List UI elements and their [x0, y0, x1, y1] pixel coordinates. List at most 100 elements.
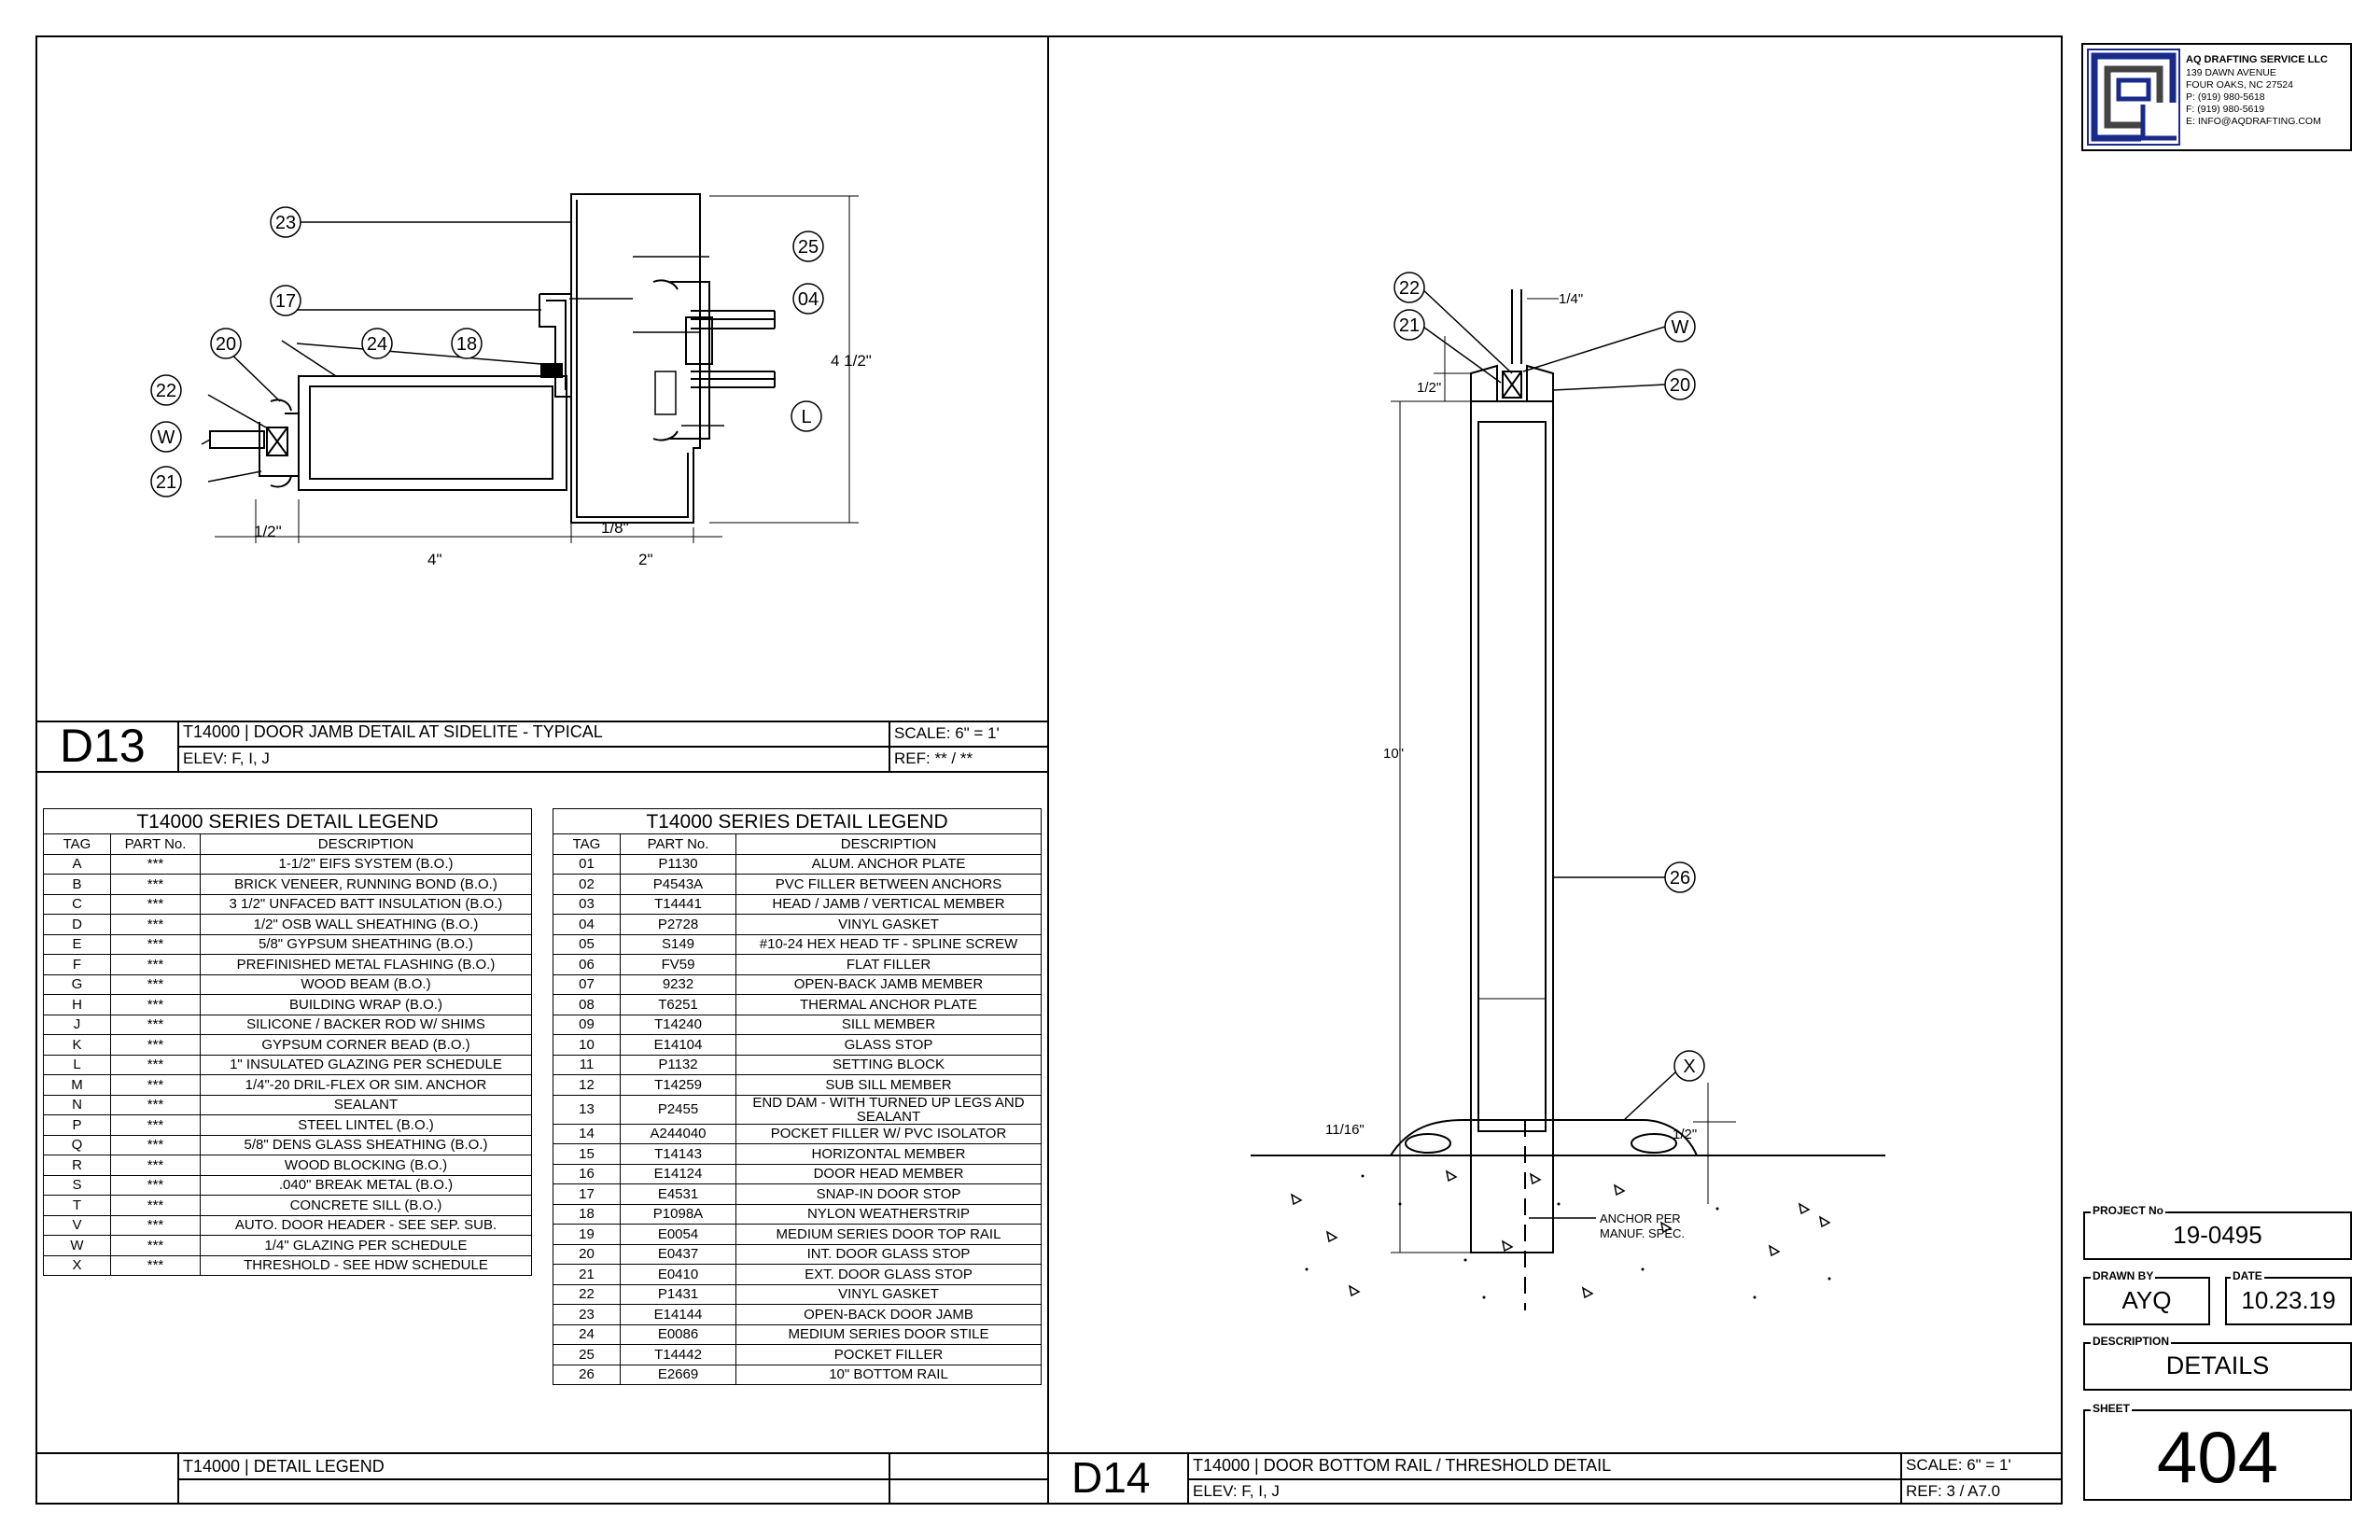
legend-left-cell-desc: 1/2" OSB WALL SHEATHING (B.O.): [200, 914, 532, 935]
legend-left-cell-part: ***: [110, 1134, 201, 1155]
legend-left-cell-tag: N: [43, 1094, 111, 1115]
d14-tag-x: X: [1683, 1057, 1695, 1077]
legend-left-row: T***CONCRETE SILL (B.O.): [43, 1195, 532, 1216]
legend-right-cell-part: S149: [620, 933, 736, 955]
d14-bottom-rail: [1470, 400, 1554, 1253]
legend-left-cell-part: ***: [110, 1054, 201, 1075]
legend-right-cell-desc: MEDIUM SERIES DOOR TOP RAIL: [735, 1224, 1042, 1245]
legend-right-cell-desc: ALUM. ANCHOR PLATE: [735, 853, 1042, 875]
legend-left-row: G***WOOD BEAM (B.O.): [43, 973, 532, 995]
legend-left-row: E***5/8" GYPSUM SHEATHING (B.O.): [43, 933, 532, 955]
legend-left-row: F***PREFINISHED METAL FLASHING (B.O.): [43, 954, 532, 975]
legend-right-cell-desc: NYLON WEATHERSTRIP: [735, 1203, 1042, 1225]
titleblock-divider: [2061, 35, 2063, 1505]
d14-tag-22: 22: [1399, 278, 1420, 299]
d13-dim-half: 1/2": [254, 523, 282, 540]
d13-scale: SCALE: 6" = 1': [894, 724, 1000, 742]
legend-left-cell-desc: AUTO. DOOR HEADER - SEE SEP. SUB.: [200, 1214, 532, 1236]
legend-left-cell-desc: GYPSUM CORNER BEAD (B.O.): [200, 1034, 532, 1056]
legend-right-cell-desc: OPEN-BACK JAMB MEMBER: [735, 973, 1042, 995]
d13-dim-overall: 4 1/2": [831, 352, 872, 370]
legend-right-cell-part: E0054: [620, 1224, 736, 1245]
legend-left-cell-desc: 5/8" DENS GLASS SHEATHING (B.O.): [200, 1134, 532, 1155]
legend-right-cell-part: E0437: [620, 1243, 736, 1265]
d14-threshold: [1389, 1119, 1699, 1156]
d13-tag-18: 18: [456, 334, 477, 355]
legend-right-cell-tag: 01: [553, 853, 621, 875]
legend-left-cell-tag: J: [43, 1014, 111, 1035]
legend-left-cell-tag: F: [43, 954, 111, 975]
d14-dim-half-top: 1/2": [1417, 380, 1441, 396]
legend-right-cell-desc: #10-24 HEX HEAD TF - SPLINE SCREW: [735, 933, 1042, 955]
legend-left-cell-desc: 1/4"-20 DRIL-FLEX OR SIM. ANCHOR: [200, 1074, 532, 1096]
legend-right-cell-part: E2669: [620, 1364, 736, 1385]
d14-note-line1: ANCHOR PER: [1600, 1211, 1681, 1225]
legend-left-cell-tag: T: [43, 1195, 111, 1216]
legend-left-row: S***.040" BREAK METAL (B.O.): [43, 1174, 532, 1196]
legend-right-cell-tag: 15: [553, 1143, 621, 1165]
legend-left-cell-tag: L: [43, 1054, 111, 1075]
d14-glass-stops: [1470, 364, 1554, 401]
legend-right-cell-tag: 14: [553, 1123, 621, 1144]
legend-left-cell-desc: CONCRETE SILL (B.O.): [200, 1195, 532, 1216]
legend-right-cell-desc: FLAT FILLER: [735, 954, 1042, 975]
legend-right-cell-part: P2728: [620, 914, 736, 935]
legend-right-cell-tag: 21: [553, 1264, 621, 1285]
d13-tag-w: W: [158, 427, 175, 448]
legend-right-cell-tag: 19: [553, 1224, 621, 1245]
description-value: DETAILS: [2165, 1351, 2270, 1379]
legend-left-cell-tag: G: [43, 973, 111, 995]
firm-logo: [2087, 49, 2180, 146]
legend-right-cell-desc: INT. DOOR GLASS STOP: [735, 1243, 1042, 1265]
legend-left-row: D***1/2" OSB WALL SHEATHING (B.O.): [43, 914, 532, 935]
sheet-label: SHEET: [2091, 1402, 2133, 1415]
legend-strip-v1: [177, 1452, 179, 1505]
legend-left-cell-tag: H: [43, 994, 111, 1015]
legend-left-cell-desc: 3 1/2" UNFACED BATT INSULATION (B.O.): [200, 893, 532, 915]
legend-right-cell-desc: VINYL GASKET: [735, 914, 1042, 935]
legend-right-cell-desc: HORIZONTAL MEMBER: [735, 1143, 1042, 1165]
legend-right-cell-part: P2455: [620, 1094, 736, 1125]
legend-right-col-desc: DESCRIPTION: [735, 833, 1042, 855]
legend-left-row: B***BRICK VENEER, RUNNING BOND (B.O.): [43, 874, 532, 895]
sheet-divider: [1047, 35, 1049, 1505]
legend-right-cell-part: E14124: [620, 1163, 736, 1184]
drawn-by-value: AYQ: [2121, 1286, 2172, 1314]
d14-drawing: 22 21 W 20 26 X 1/4" 1/2" 10" 11/16" 1/2…: [1251, 272, 1885, 1310]
legend-left-cell-part: ***: [110, 1235, 201, 1256]
legend-right-cell-part: P1431: [620, 1283, 736, 1305]
legend-left-row: R***WOOD BLOCKING (B.O.): [43, 1155, 532, 1176]
legend-left-row: V***AUTO. DOOR HEADER - SEE SEP. SUB.: [43, 1214, 532, 1236]
legend-left-cell-part: ***: [110, 893, 201, 915]
legend-right-cell-tag: 02: [553, 874, 621, 895]
d13-tag-25: 25: [798, 237, 819, 258]
legend-left-cell-desc: PREFINISHED METAL FLASHING (B.O.): [200, 954, 532, 975]
legend-right-cell-desc: GLASS STOP: [735, 1034, 1042, 1056]
legend-right-cell-desc: SILL MEMBER: [735, 1014, 1042, 1035]
legend-left-row: Q***5/8" DENS GLASS SHEATHING (B.O.): [43, 1134, 532, 1155]
legend-right-cell-tag: 12: [553, 1074, 621, 1096]
d13-dim-four: 4": [427, 551, 442, 568]
legend-right-cell-desc: SETTING BLOCK: [735, 1054, 1042, 1075]
legend-left-cell-desc: .040" BREAK METAL (B.O.): [200, 1174, 532, 1196]
firm-phone: P: (919) 980-5618: [2186, 91, 2265, 103]
legend-left-cell-part: ***: [110, 994, 201, 1015]
legend-right-cell-desc: PVC FILLER BETWEEN ANCHORS: [735, 874, 1042, 895]
legend-right-cell-tag: 11: [553, 1054, 621, 1075]
d13-tag-20: 20: [216, 334, 236, 355]
legend-right-cell-part: T14441: [620, 893, 736, 915]
sheet-value: 404: [2156, 1416, 2279, 1498]
d14-dim-quarter: 1/4": [1559, 291, 1583, 307]
